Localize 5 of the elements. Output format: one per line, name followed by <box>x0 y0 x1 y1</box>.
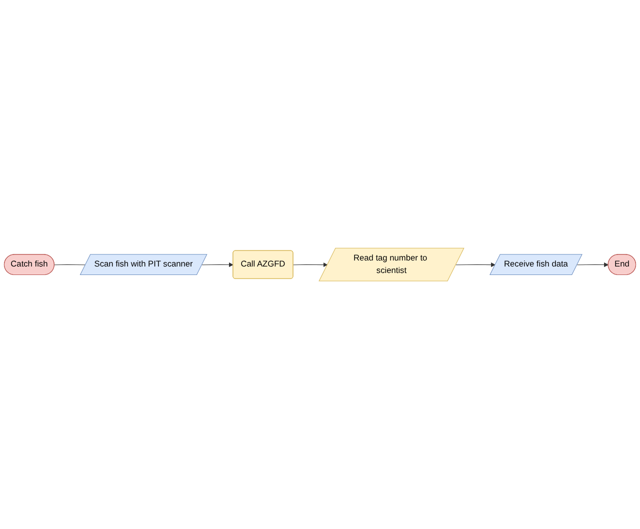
connector <box>54 264 86 266</box>
arrow <box>202 262 234 267</box>
arrow <box>293 262 328 267</box>
arrow <box>576 262 609 267</box>
arrow <box>456 262 496 267</box>
